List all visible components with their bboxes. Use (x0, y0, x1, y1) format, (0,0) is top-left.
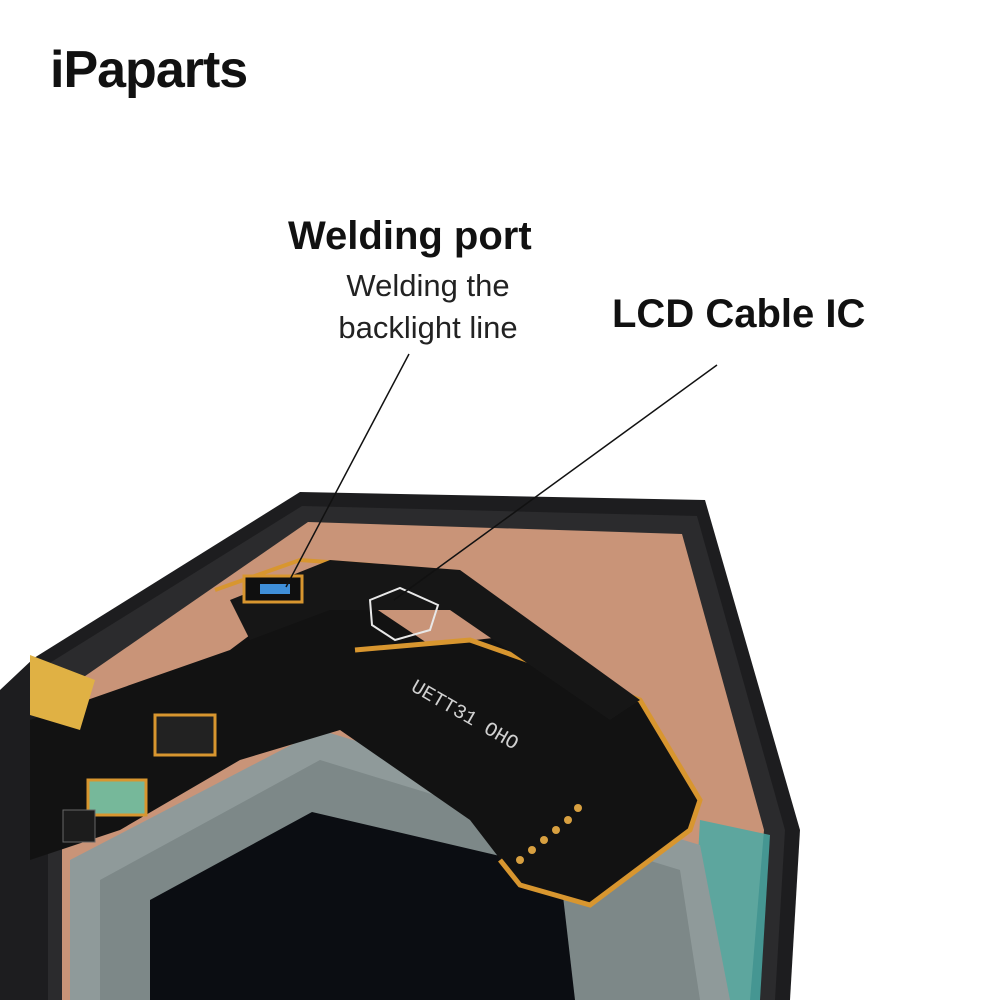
main-flex-board (30, 598, 700, 905)
chip-main (153, 713, 217, 757)
welding-port-title: Welding port (288, 214, 532, 258)
lcd-cable-ic (368, 586, 440, 642)
gold-pads (516, 804, 582, 864)
upper-cable-strip (230, 560, 640, 720)
lcd-cable-ic-title: LCD Cable IC (612, 292, 866, 336)
screen-window (150, 812, 575, 1000)
welding-port-contacts (260, 584, 290, 594)
lcd-leader-line (393, 364, 718, 601)
welding-leader-line (285, 353, 410, 588)
welding-port-desc-line2: backlight line (338, 310, 518, 345)
welding-port-desc-line1: Welding the (346, 268, 510, 303)
small-ic (62, 809, 96, 843)
green-connector (86, 778, 148, 817)
brand-name: iPaparts (50, 41, 248, 99)
flex-border-right (354, 637, 703, 908)
left-yellow-flex (30, 655, 95, 730)
brand-logo: iPaparts (50, 40, 248, 100)
